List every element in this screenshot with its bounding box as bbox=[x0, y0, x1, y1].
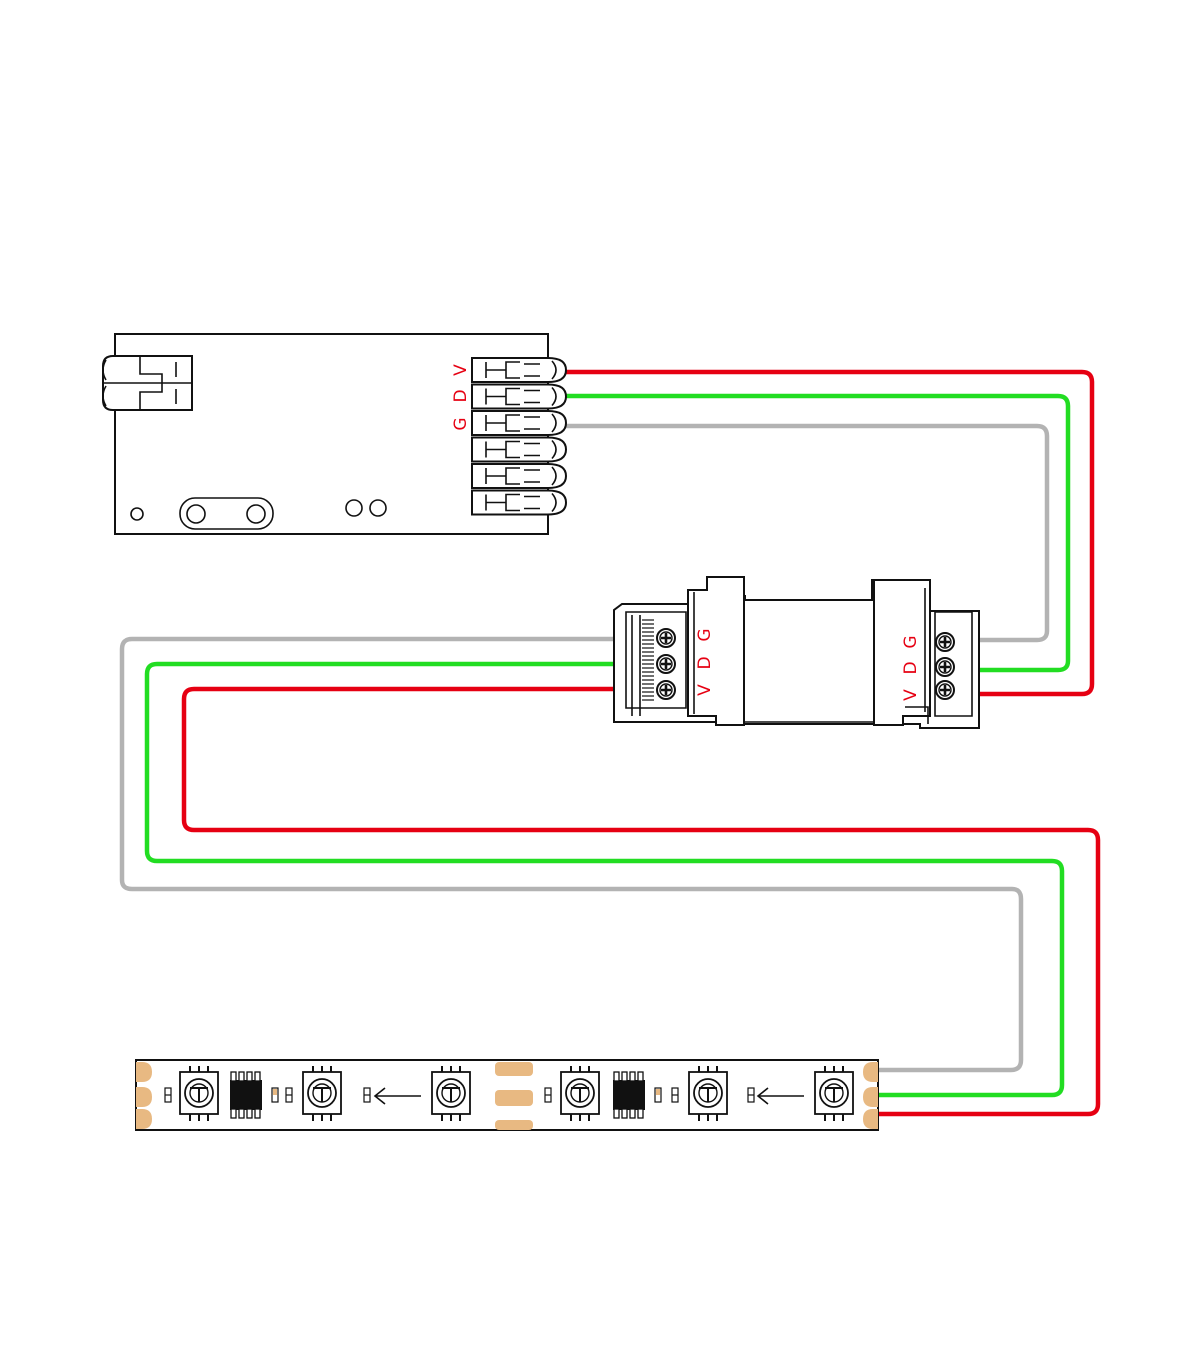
resistor bbox=[285, 1087, 293, 1103]
led-chip bbox=[560, 1066, 600, 1121]
wire-d-connector-to-strip bbox=[144, 661, 1065, 1098]
wire-g-connector-to-strip bbox=[119, 636, 1024, 1073]
data-direction-arrow bbox=[756, 1087, 804, 1105]
screw bbox=[656, 680, 676, 700]
connector-right-label-g: G bbox=[901, 635, 921, 648]
terminal-slot bbox=[471, 357, 568, 383]
solder-pad-left bbox=[136, 1062, 152, 1082]
resistor bbox=[544, 1087, 552, 1103]
terminal-slot bbox=[471, 489, 568, 516]
connector-left-label-v: V bbox=[695, 684, 715, 696]
screw bbox=[935, 632, 955, 652]
led-strip bbox=[135, 1059, 879, 1131]
connector-right-label-d: D bbox=[901, 661, 921, 674]
mount-hole bbox=[186, 504, 206, 524]
mount-slot bbox=[179, 497, 274, 530]
wire-g-controller-to-connector bbox=[566, 423, 1050, 643]
resistor bbox=[671, 1087, 679, 1103]
terminal-slot bbox=[471, 383, 568, 410]
resistor bbox=[654, 1087, 662, 1103]
solder-pad-cut bbox=[495, 1090, 533, 1106]
resistor bbox=[271, 1087, 279, 1103]
screw bbox=[935, 680, 955, 700]
led-chip bbox=[302, 1066, 342, 1121]
controller-pin-label-g: G bbox=[451, 417, 471, 430]
connector-grip-left bbox=[642, 619, 654, 701]
solder-pad-right bbox=[863, 1062, 878, 1082]
connector-right-label-v: V bbox=[901, 689, 921, 701]
solder-pad-right bbox=[863, 1109, 878, 1129]
mount-hole bbox=[130, 507, 144, 521]
connector-left-label-g: G bbox=[695, 628, 715, 641]
connector-left-label-d: D bbox=[695, 656, 715, 669]
wire-v-controller-to-connector bbox=[566, 369, 1095, 697]
ic-chip bbox=[230, 1071, 262, 1119]
wire-d-controller-to-connector bbox=[566, 393, 1071, 673]
terminal-slot bbox=[471, 463, 568, 489]
led-strip-pads bbox=[136, 1062, 878, 1130]
resistor bbox=[164, 1087, 172, 1103]
wire-v-connector-to-strip bbox=[181, 686, 1101, 1117]
solder-pad-cut bbox=[495, 1120, 533, 1130]
led-hole bbox=[369, 499, 387, 517]
solder-pad-cut bbox=[495, 1062, 533, 1076]
screw bbox=[656, 628, 676, 648]
led-strip-components bbox=[164, 1066, 854, 1121]
controller-terminal-block bbox=[471, 357, 568, 516]
connector-screws-left bbox=[656, 628, 676, 700]
controller-pin-label-d: D bbox=[451, 389, 471, 402]
ic-chip bbox=[613, 1071, 645, 1119]
terminal-slot bbox=[471, 410, 568, 436]
mount-hole bbox=[246, 504, 266, 524]
led-hole bbox=[345, 499, 363, 517]
splice-connector: V D G G D V bbox=[613, 576, 980, 729]
led-chip bbox=[179, 1066, 219, 1121]
wires bbox=[119, 369, 1101, 1117]
resistor bbox=[747, 1087, 755, 1103]
controller-pin-label-v: V bbox=[451, 364, 471, 376]
terminal-slot bbox=[471, 436, 568, 463]
data-direction-arrow bbox=[373, 1087, 421, 1105]
led-chip bbox=[814, 1066, 854, 1121]
screw bbox=[935, 657, 955, 677]
solder-pad-right bbox=[863, 1087, 878, 1107]
screw bbox=[656, 654, 676, 674]
controller-clip bbox=[102, 355, 193, 411]
connector-screws-right bbox=[935, 632, 955, 700]
resistor bbox=[363, 1087, 371, 1103]
led-chip bbox=[688, 1066, 728, 1121]
solder-pad-left bbox=[136, 1087, 152, 1107]
led-chip bbox=[431, 1066, 471, 1121]
controller-board: G D V bbox=[102, 333, 568, 535]
solder-pad-left bbox=[136, 1109, 152, 1129]
